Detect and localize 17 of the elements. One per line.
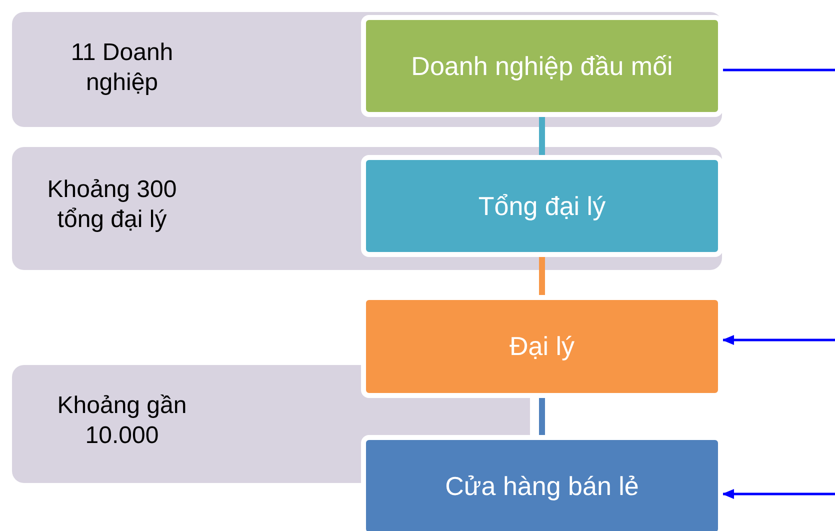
connector-line — [539, 398, 545, 435]
connector-line — [723, 68, 835, 72]
tier-label: Cửa hàng bán lẻ — [445, 470, 639, 502]
tier-count-text: Khoảng 300 tổng đại lý — [46, 175, 178, 235]
tier-label: Doanh nghiệp đầu mối — [411, 50, 673, 82]
connector-line — [539, 257, 545, 295]
arrow — [722, 489, 835, 499]
tier-box — [361, 155, 723, 257]
tier-band — [12, 12, 722, 127]
tier-box — [361, 15, 723, 117]
tier-label: Đại lý — [509, 330, 574, 363]
tier-count-text: Khoảng gần 10.000 — [56, 391, 188, 451]
tier-label: Tổng đại lý — [478, 190, 606, 222]
tier-count-text: 11 Doanh nghiệp — [70, 38, 174, 98]
arrow — [722, 335, 835, 345]
connector-line — [539, 117, 545, 155]
tier-band — [12, 147, 722, 270]
